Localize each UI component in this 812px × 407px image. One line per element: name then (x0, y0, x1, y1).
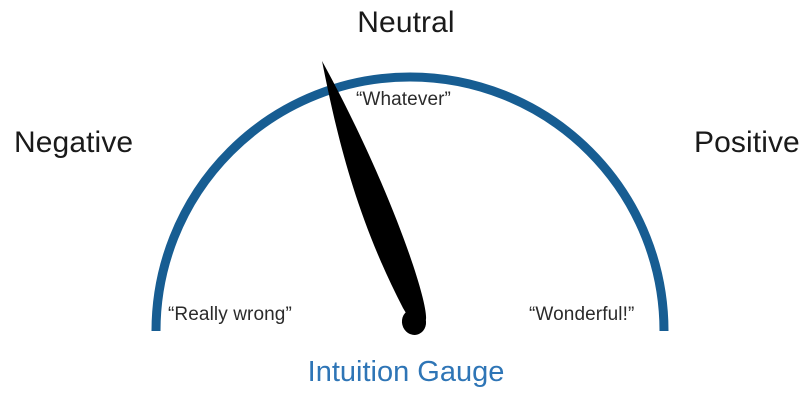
chart-title: Intuition Gauge (307, 356, 505, 388)
annotation-wonderful: “Wonderful!” (529, 304, 635, 325)
needle-hub (401, 309, 427, 335)
gauge-needle (322, 61, 427, 325)
scale-label-negative: Negative (14, 126, 134, 159)
annotation-whatever: “Whatever” (356, 89, 451, 110)
scale-label-neutral: Neutral (357, 6, 455, 39)
annotation-really-wrong: “Really wrong” (168, 304, 292, 325)
gauge-arc (151, 72, 669, 332)
scale-label-positive: Positive (694, 126, 800, 159)
